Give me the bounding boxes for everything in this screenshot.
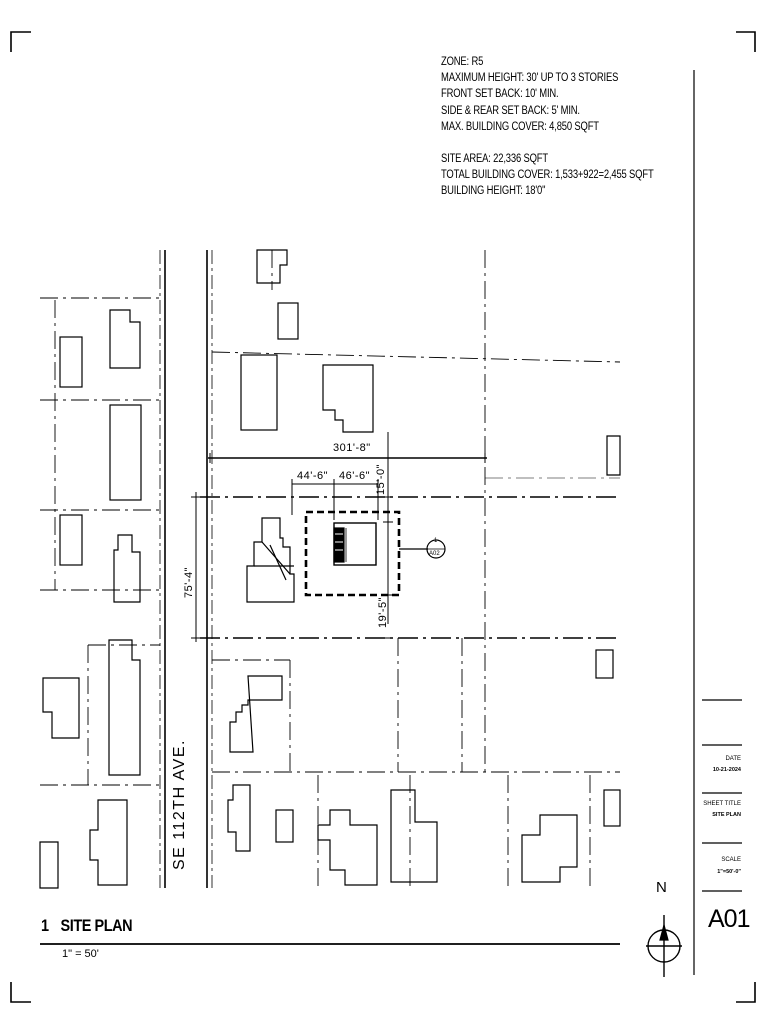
- detail-tag-sheet: A02: [429, 551, 440, 557]
- note-total-cover: TOTAL BUILDING COVER: 1,533+922=2,455 SQ…: [441, 169, 654, 182]
- note-site-area: SITE AREA: 22,336 SQFT: [441, 153, 548, 166]
- tb-scale-label: SCALE: [721, 857, 741, 863]
- crop-marks: [10, 31, 756, 1003]
- street-name: SE 112TH AVE.: [171, 739, 188, 870]
- north-arrow-icon: [646, 915, 682, 977]
- plan-number: 1: [41, 916, 49, 935]
- building-envelope: [304, 510, 401, 597]
- title-block-frame: [693, 70, 742, 975]
- dim-building-width: 46'-6": [339, 470, 371, 482]
- note-side-rear-setback: SIDE & REAR SET BACK: 5' MIN.: [441, 104, 580, 117]
- tb-sheet-title-label: SHEET TITLE: [703, 801, 741, 807]
- subject-lot: [200, 496, 620, 639]
- detail-tag-number: 1: [434, 538, 438, 544]
- plan-title: 1 SITE PLAN: [41, 916, 133, 936]
- dim-overall-width: 301'-8": [333, 442, 371, 454]
- dim-front-offset: 44'-6": [297, 470, 329, 482]
- note-max-height: MAXIMUM HEIGHT: 30' UP TO 3 STORIES: [441, 72, 619, 85]
- lot-lines: [40, 250, 621, 888]
- note-building-height: BUILDING HEIGHT: 18'0": [441, 185, 546, 198]
- note-zone: ZONE: R5: [441, 56, 484, 68]
- north-label: N: [656, 879, 667, 896]
- tb-date-value: 10-21-2024: [712, 767, 741, 773]
- dim-top-setback: 15'-0": [375, 463, 387, 495]
- tb-date-label: DATE: [725, 756, 741, 762]
- existing-house: [246, 517, 295, 603]
- zoning-notes: ZONE: R5 MAXIMUM HEIGHT: 30' UP TO 3 STO…: [441, 54, 654, 200]
- dim-bottom-setback: 19'-5": [377, 596, 389, 628]
- plan-title-text: SITE PLAN: [60, 916, 133, 935]
- dim-lot-depth: 75'-4": [183, 566, 195, 598]
- dimension-lines: [191, 432, 487, 642]
- tb-scale-value: 1"=50'-0": [717, 869, 741, 875]
- street: [159, 250, 213, 888]
- sheet-number: A01: [708, 905, 750, 933]
- tb-sheet-title-value: SITE PLAN: [712, 812, 741, 818]
- note-front-setback: FRONT SET BACK: 10' MIN.: [441, 88, 559, 101]
- neighbor-buildings: [39, 309, 142, 889]
- note-max-cover: MAX. BUILDING COVER: 4,850 SQFT: [441, 120, 599, 133]
- plan-scale: 1" = 50': [62, 948, 99, 960]
